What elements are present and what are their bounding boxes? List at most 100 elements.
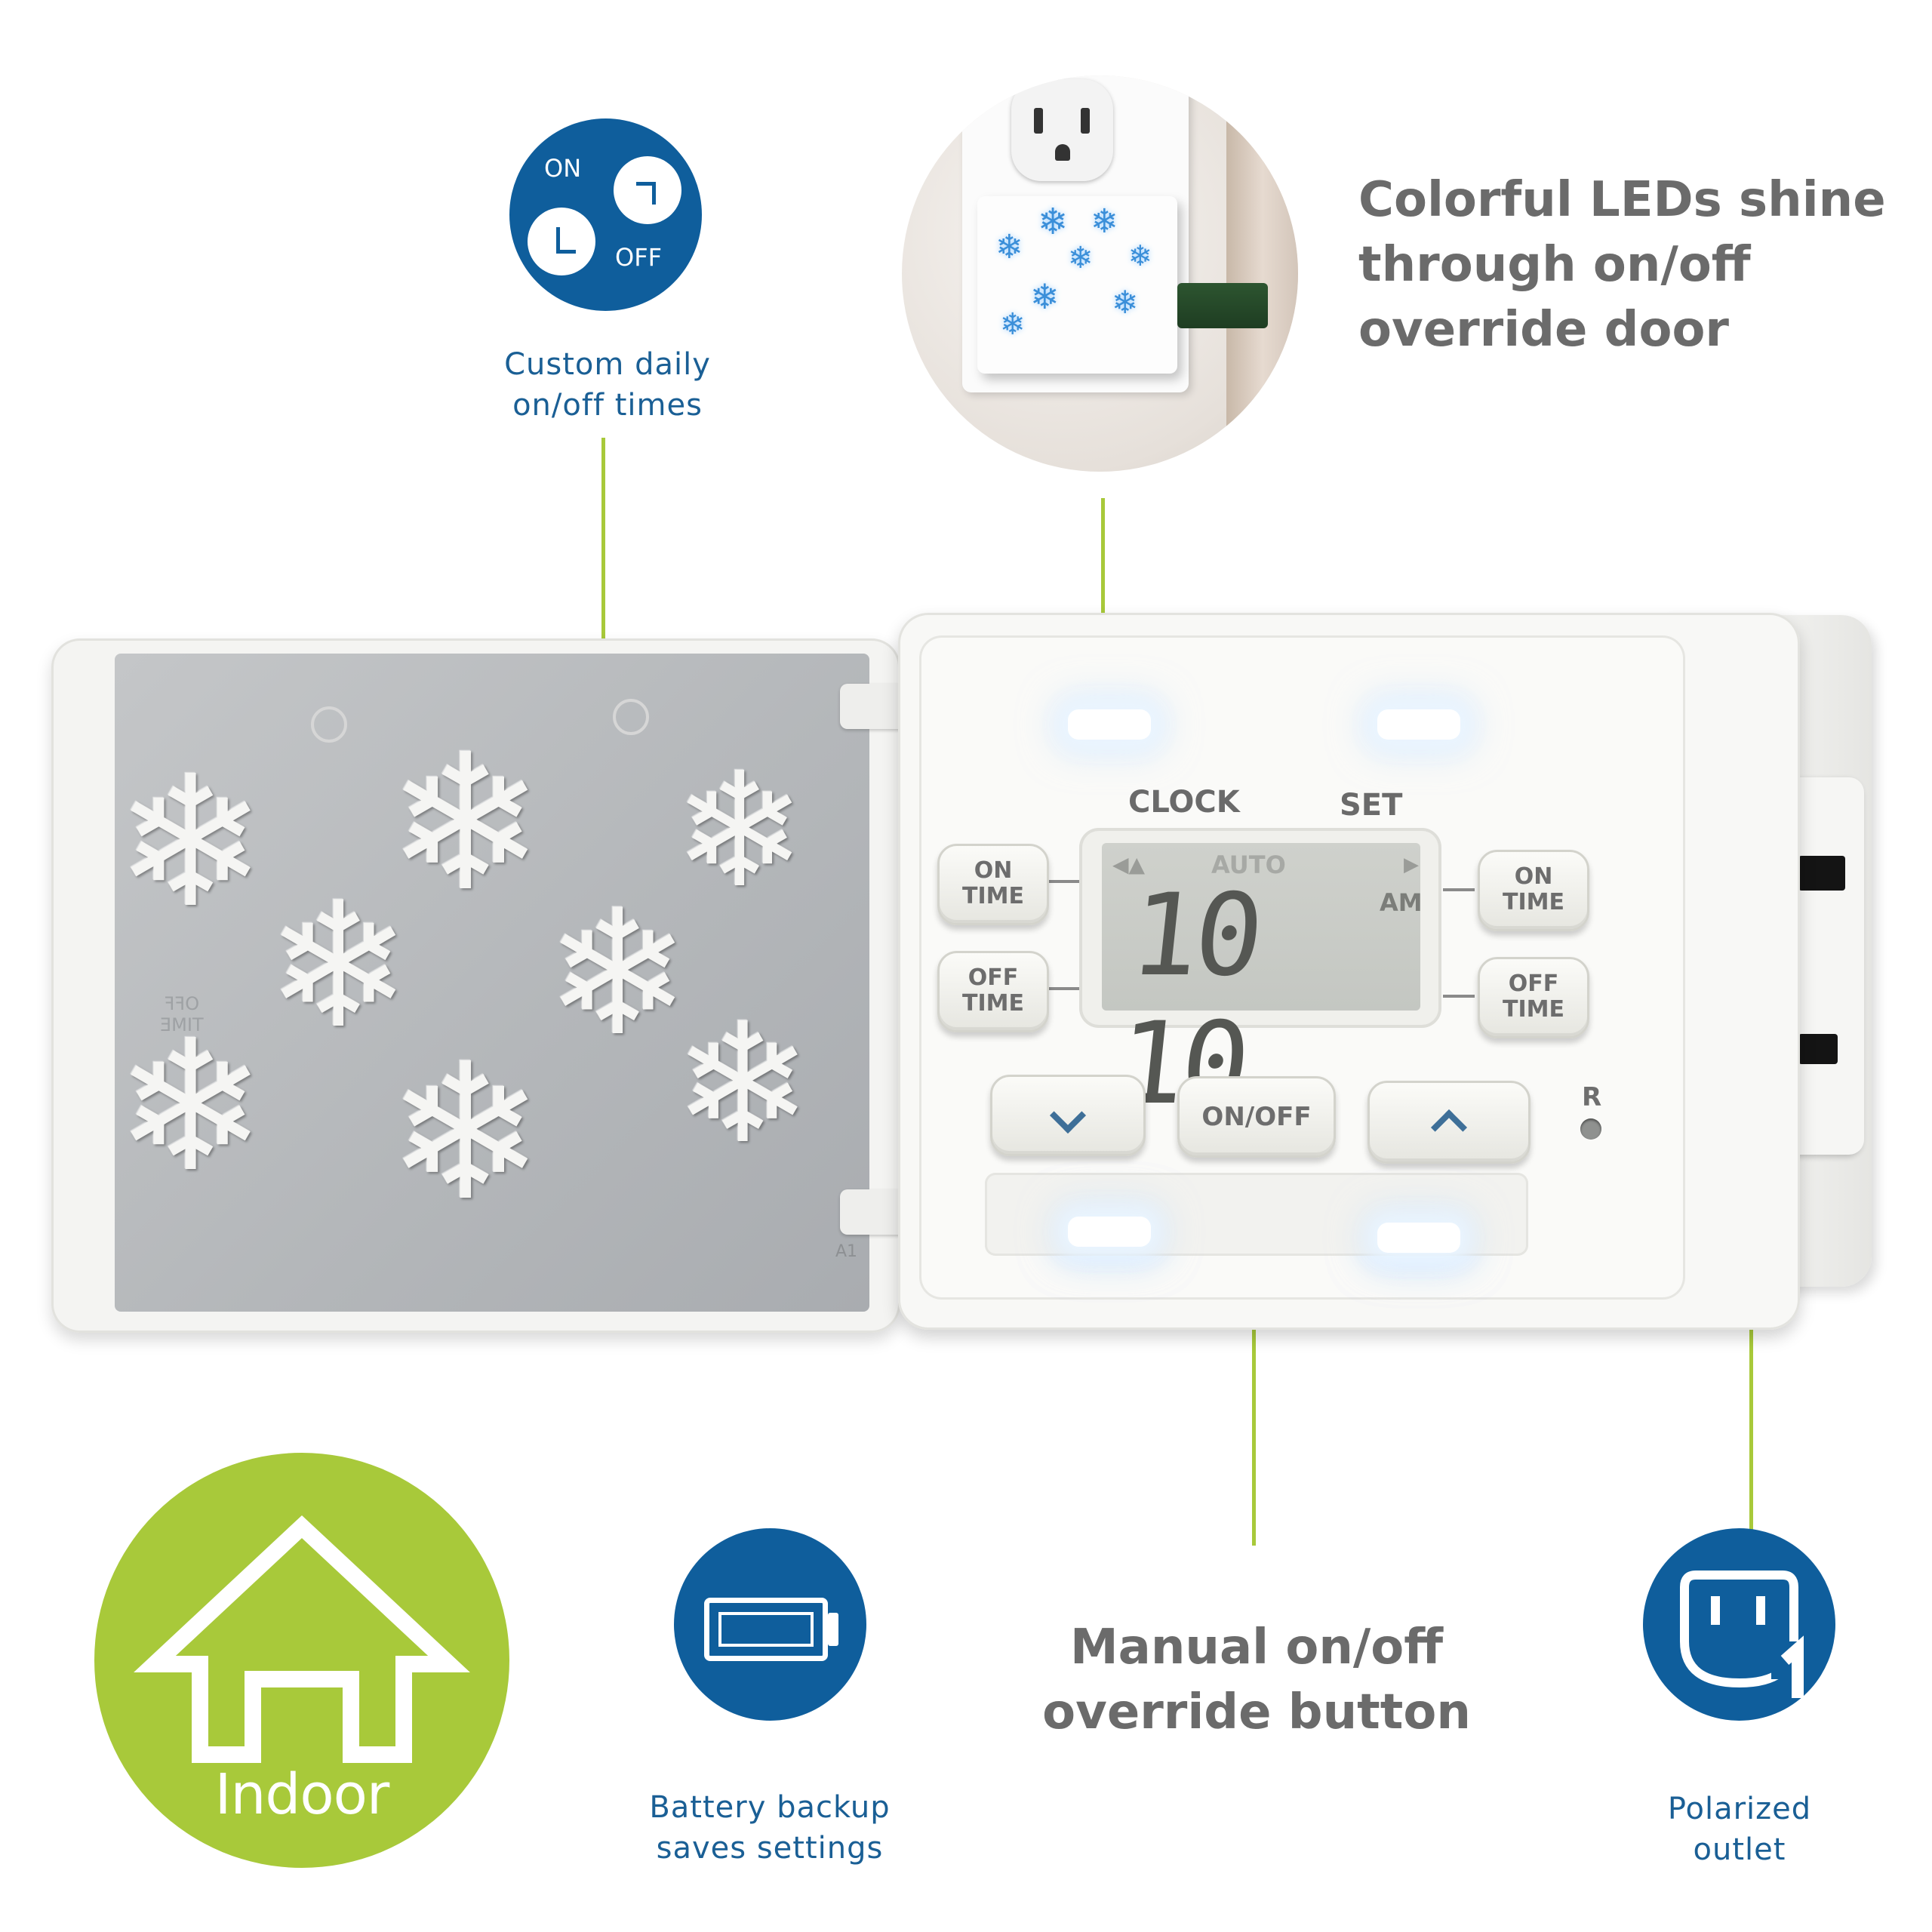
snowflake-icon: ❄ — [115, 1001, 267, 1212]
manual-headline-line1: Manual on/off — [1069, 1620, 1444, 1675]
polarized-caption-line2: outlet — [1693, 1832, 1786, 1867]
reset-button[interactable] — [1580, 1118, 1601, 1140]
snowflake-icon: ❄ — [545, 873, 691, 1075]
down-button[interactable] — [990, 1075, 1146, 1156]
off-time-right-button[interactable]: OFF TIME — [1478, 957, 1589, 1038]
leds-leader — [1101, 498, 1105, 668]
lcd-left-arrow-icon: ◀▲ — [1112, 852, 1146, 877]
polarized-outlet-icon — [1680, 1571, 1817, 1698]
manual-headline-line2: override button — [1042, 1684, 1471, 1740]
on-time-right-line1: ON — [1514, 863, 1553, 890]
snowflake-icon: ❄ — [673, 738, 806, 923]
lcd-ampm: AM — [1380, 888, 1423, 917]
clock-label: CLOCK — [1128, 785, 1240, 820]
plugged-timer: ❄ ❄ ❄ ❄ ❄ ❄ ❄ ❄ — [977, 196, 1177, 374]
on-icon-label: ON — [544, 154, 582, 183]
snowflake-icon: ❄ — [115, 737, 267, 948]
plug-cord — [1177, 283, 1268, 328]
house-icon — [134, 1515, 470, 1763]
connector-tick — [1048, 880, 1079, 883]
battery-caption: Battery backup saves settings — [611, 1787, 928, 1869]
hinge-top — [840, 684, 908, 729]
off-time-left-line2: TIME — [962, 990, 1024, 1017]
timer-body: CLOCK SET ◀▲ AUTO ▶ 10 10 AM ON TIME OFF… — [898, 613, 1800, 1330]
battery-icon-badge — [674, 1528, 866, 1721]
leds-headline-line2: through on/off — [1358, 237, 1751, 293]
outlet-leader — [1749, 1144, 1753, 1537]
door-panel: ❄ ❄ ❄ ❄ ❄ ❄ ❄ ❄ OFF TIME A1 — [115, 654, 869, 1312]
snowflake-icon: ❄ — [1038, 201, 1069, 243]
off-time-right-line1: OFF — [1508, 971, 1559, 997]
on-time-left-line1: ON — [974, 857, 1013, 884]
snowflake-icon: ❄ — [1091, 202, 1118, 241]
on-time-right-line2: TIME — [1503, 889, 1564, 915]
connector-tick — [1443, 888, 1475, 891]
snowflake-icon: ❄ — [1112, 284, 1139, 321]
off-clock-icon — [614, 156, 681, 224]
lcd-auto: AUTO — [1211, 851, 1286, 879]
snowflake-icon: ❄ — [266, 866, 411, 1067]
override-door[interactable]: ❄ ❄ ❄ ❄ ❄ ❄ ❄ ❄ OFF TIME A1 — [51, 638, 908, 1333]
led-bottom-right-glow — [1377, 1223, 1460, 1253]
reset-label: R — [1582, 1082, 1602, 1112]
leds-headline-line1: Colorful LEDs shine — [1358, 172, 1886, 228]
door-embossed-label: OFF TIME — [160, 993, 204, 1035]
led-bottom-left-glow — [1068, 1217, 1151, 1247]
wall-trim — [1226, 75, 1298, 472]
outlet-slot-neutral — [1798, 856, 1845, 891]
battery-terminal — [828, 1613, 838, 1646]
battery-caption-line2: saves settings — [656, 1831, 884, 1866]
custom-times-caption-line1: Custom daily — [504, 347, 711, 382]
door-mark: A1 — [835, 1242, 858, 1261]
snowflake-icon: ❄ — [1030, 276, 1060, 317]
connector-tick — [1048, 987, 1079, 990]
indoor-label: Indoor — [214, 1762, 390, 1827]
manual-leader — [1252, 1185, 1256, 1546]
outlet-slot-hot — [1798, 1034, 1838, 1064]
door-embossed-time: TIME — [160, 1014, 204, 1035]
leds-headline: Colorful LEDs shine through on/off overr… — [1358, 168, 1917, 362]
chevron-down-icon — [1049, 1097, 1087, 1134]
custom-times-caption: Custom daily on/off times — [453, 344, 762, 426]
indoor-badge: Indoor — [94, 1453, 509, 1868]
off-time-right-line2: TIME — [1503, 996, 1564, 1023]
set-label: SET — [1340, 788, 1403, 823]
snowflake-icon: ❄ — [1068, 241, 1094, 275]
off-time-left-button[interactable]: OFF TIME — [937, 951, 1049, 1032]
manual-headline: Manual on/off override button — [1011, 1615, 1502, 1745]
snowflake-icon: ❄ — [386, 1023, 545, 1242]
off-time-left-line1: OFF — [968, 964, 1019, 991]
snowflake-icon: ❄ — [1000, 307, 1026, 342]
on-time-right-button[interactable]: ON TIME — [1478, 850, 1589, 931]
on-time-left-line2: TIME — [962, 883, 1024, 909]
on-clock-icon — [528, 208, 595, 275]
hinge-bottom — [840, 1189, 908, 1235]
on-off-time-icon: ON OFF — [509, 118, 702, 311]
led-top-left — [1068, 709, 1151, 740]
snowflake-icon: ❄ — [386, 713, 545, 933]
door-screw — [311, 706, 347, 743]
snowflake-icon: ❄ — [673, 987, 813, 1180]
battery-icon — [704, 1598, 828, 1661]
up-button[interactable] — [1367, 1081, 1531, 1164]
on-off-override-button[interactable]: ON/OFF — [1177, 1076, 1336, 1158]
door-embossed-off: OFF — [164, 993, 200, 1014]
polarized-caption: Polarized outlet — [1592, 1789, 1887, 1870]
wall-outlet — [1011, 79, 1113, 181]
snowflake-icon: ❄ — [1128, 239, 1152, 272]
connector-tick — [1443, 995, 1475, 998]
lcd-display: ◀▲ AUTO ▶ 10 10 AM — [1102, 843, 1423, 1130]
on-off-button-label: ON/OFF — [1201, 1102, 1312, 1132]
on-time-left-button[interactable]: ON TIME — [937, 844, 1049, 925]
snowflake-icon: ❄ — [995, 228, 1023, 266]
battery-caption-line1: Battery backup — [649, 1790, 891, 1825]
chevron-up-icon — [1430, 1109, 1468, 1146]
leds-headline-line3: override door — [1358, 302, 1729, 358]
off-icon-label: OFF — [615, 243, 662, 272]
led-inset-photo: ❄ ❄ ❄ ❄ ❄ ❄ ❄ ❄ — [902, 75, 1298, 472]
door-screw — [613, 699, 649, 735]
led-top-right — [1377, 709, 1460, 740]
polarized-caption-line1: Polarized — [1667, 1792, 1812, 1826]
custom-times-caption-line2: on/off times — [512, 388, 703, 423]
lcd-right-arrow-icon: ▶ — [1404, 854, 1419, 876]
